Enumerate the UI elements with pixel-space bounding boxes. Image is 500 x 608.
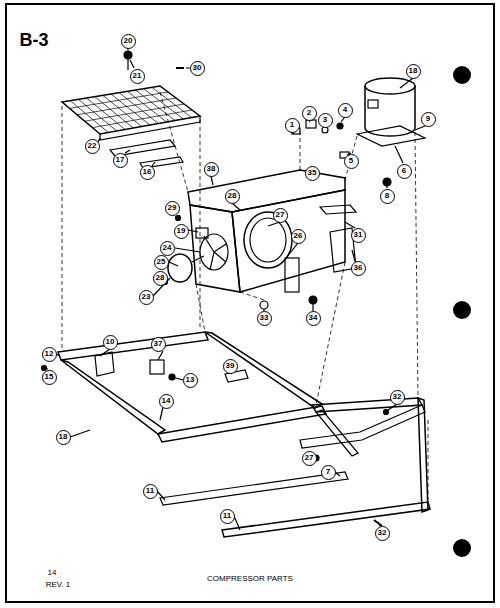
- callout-number: 32: [390, 390, 405, 405]
- callout-number: 35: [305, 166, 320, 181]
- callout-number: 6: [397, 164, 412, 179]
- callout-number: 10: [103, 335, 118, 350]
- coil-tube: [70, 92, 168, 108]
- page-note: 14: [48, 568, 57, 577]
- callout-number: 19: [174, 224, 189, 239]
- callout-number: 31: [351, 228, 366, 243]
- callout-number: 38: [204, 162, 219, 177]
- figure-caption: COMPRESSOR PARTS: [207, 574, 293, 583]
- callout-number: 28: [225, 189, 240, 204]
- callout-number: 23: [139, 290, 154, 305]
- callout-number: 27: [273, 208, 288, 223]
- coil-fin: [152, 87, 192, 117]
- callout-number: 3: [318, 113, 333, 128]
- callout-number: 20: [121, 34, 136, 49]
- figure-title: B-3: [19, 30, 48, 51]
- coil-tube: [77, 98, 176, 115]
- callout-number: 39: [223, 359, 238, 374]
- callout-number: 9: [421, 112, 436, 127]
- callout-number: 12: [42, 347, 57, 362]
- callout-number: 22: [85, 139, 100, 154]
- callout-number: 15: [42, 370, 57, 385]
- callout-number: 37: [151, 337, 166, 352]
- coil-fin: [136, 90, 176, 121]
- coil-tube: [85, 104, 184, 121]
- coil-fin: [119, 93, 158, 124]
- callout-number: 28: [153, 271, 168, 286]
- callout-number: 24: [160, 241, 175, 256]
- coil-tube: [92, 110, 192, 128]
- callout-number: 32: [375, 526, 390, 541]
- callout-number: 33: [257, 311, 272, 326]
- callout-number: 1: [285, 118, 300, 133]
- callout-number: 4: [338, 103, 353, 118]
- coil-fin: [111, 94, 150, 125]
- callout-number: 21: [130, 69, 145, 84]
- callout-number: 17: [113, 153, 128, 168]
- callout-number: 18: [56, 430, 71, 445]
- callout-number: 13: [183, 373, 198, 388]
- coil-fin: [95, 97, 134, 128]
- callout-number: 14: [159, 394, 174, 409]
- callout-number: 11: [143, 484, 158, 499]
- callout-number: 18: [406, 64, 421, 79]
- callout-number: 8: [380, 189, 395, 204]
- callout-number: 29: [165, 201, 180, 216]
- callout-number: 30: [190, 61, 205, 76]
- page-note: REV. 1: [46, 580, 71, 589]
- callout-number: 36: [351, 261, 366, 276]
- callout-number: 16: [140, 165, 155, 180]
- callout-number: 25: [154, 255, 169, 270]
- callout-number: 27: [302, 451, 317, 466]
- callout-number: 2: [302, 106, 317, 121]
- callout-number: 5: [344, 154, 359, 169]
- coil-fin: [144, 89, 184, 119]
- callout-number: 11: [220, 509, 235, 524]
- callout-number: 7: [321, 465, 336, 480]
- callout-number: 34: [306, 311, 321, 326]
- coil-fin: [103, 95, 142, 126]
- callout-number: 26: [291, 229, 306, 244]
